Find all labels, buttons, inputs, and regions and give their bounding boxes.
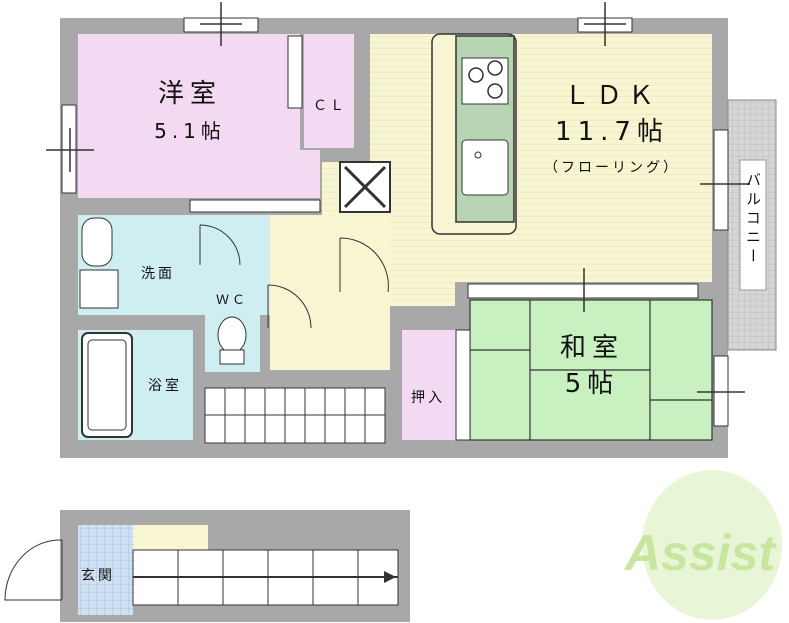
- ldk-size: 11.7帖: [555, 117, 669, 147]
- closet-name: ＣＬ: [313, 98, 347, 114]
- window-balcony: [713, 129, 729, 231]
- window-japanese: [713, 355, 729, 427]
- bath-name: 浴室: [148, 377, 182, 394]
- storage-floor: [402, 330, 457, 440]
- entrance-step: [133, 525, 208, 550]
- washing-machine: [79, 269, 119, 309]
- door-swing-wc: [267, 284, 312, 329]
- sliding-door-western: [189, 199, 321, 213]
- stairs-arrow-icon: [384, 571, 396, 583]
- storage-name: 押入: [411, 390, 445, 406]
- refrigerator-x-icon: [343, 165, 387, 209]
- closet-floor: [304, 34, 354, 148]
- burner-icon: [487, 60, 503, 76]
- entrance-floor: [78, 525, 133, 615]
- entrance-name: 玄関: [81, 567, 115, 584]
- western-room-floor: [78, 34, 288, 198]
- hallway-floor: [270, 215, 390, 370]
- kitchen-sink: [461, 139, 509, 196]
- western-room-name: 洋室: [158, 79, 222, 109]
- sliding-door-ldk-japanese: [467, 283, 699, 299]
- door-swing-washroom: [199, 224, 241, 266]
- washroom-name: 洗面: [141, 266, 175, 282]
- ldk-name: ＬＤＫ: [564, 81, 660, 111]
- entrance-door-swing: [4, 539, 63, 601]
- bathtub: [81, 332, 133, 438]
- entrance-stair-steps: [133, 550, 398, 605]
- burner-icon: [487, 83, 503, 99]
- stair-steps: [205, 388, 385, 443]
- window-left: [61, 104, 77, 194]
- bathtub-inner: [87, 339, 127, 431]
- door-swing-hall: [339, 237, 389, 293]
- balcony-label-box: [739, 159, 767, 291]
- japanese-room-size: 5帖: [565, 369, 620, 399]
- assist-logo-text: Assist: [623, 525, 777, 581]
- assist-logo: Assist: [623, 470, 782, 620]
- balcony-name: バルコニー: [744, 172, 762, 267]
- ldk-note: （フローリング）: [544, 160, 680, 176]
- ldk-floor: [322, 34, 712, 306]
- western-room-size: 5.1帖: [154, 119, 226, 143]
- wc-name: ＷＣ: [216, 293, 248, 308]
- sliding-door-storage: [455, 329, 471, 441]
- drain-icon: [474, 151, 482, 159]
- japanese-room-name: 和室: [560, 333, 624, 363]
- toilet-tank: [219, 349, 245, 365]
- burner-icon: [468, 67, 484, 83]
- toilet-bowl: [217, 316, 247, 354]
- washbasin: [81, 217, 113, 267]
- window-ticks: [46, 2, 750, 393]
- closet-door: [287, 35, 303, 109]
